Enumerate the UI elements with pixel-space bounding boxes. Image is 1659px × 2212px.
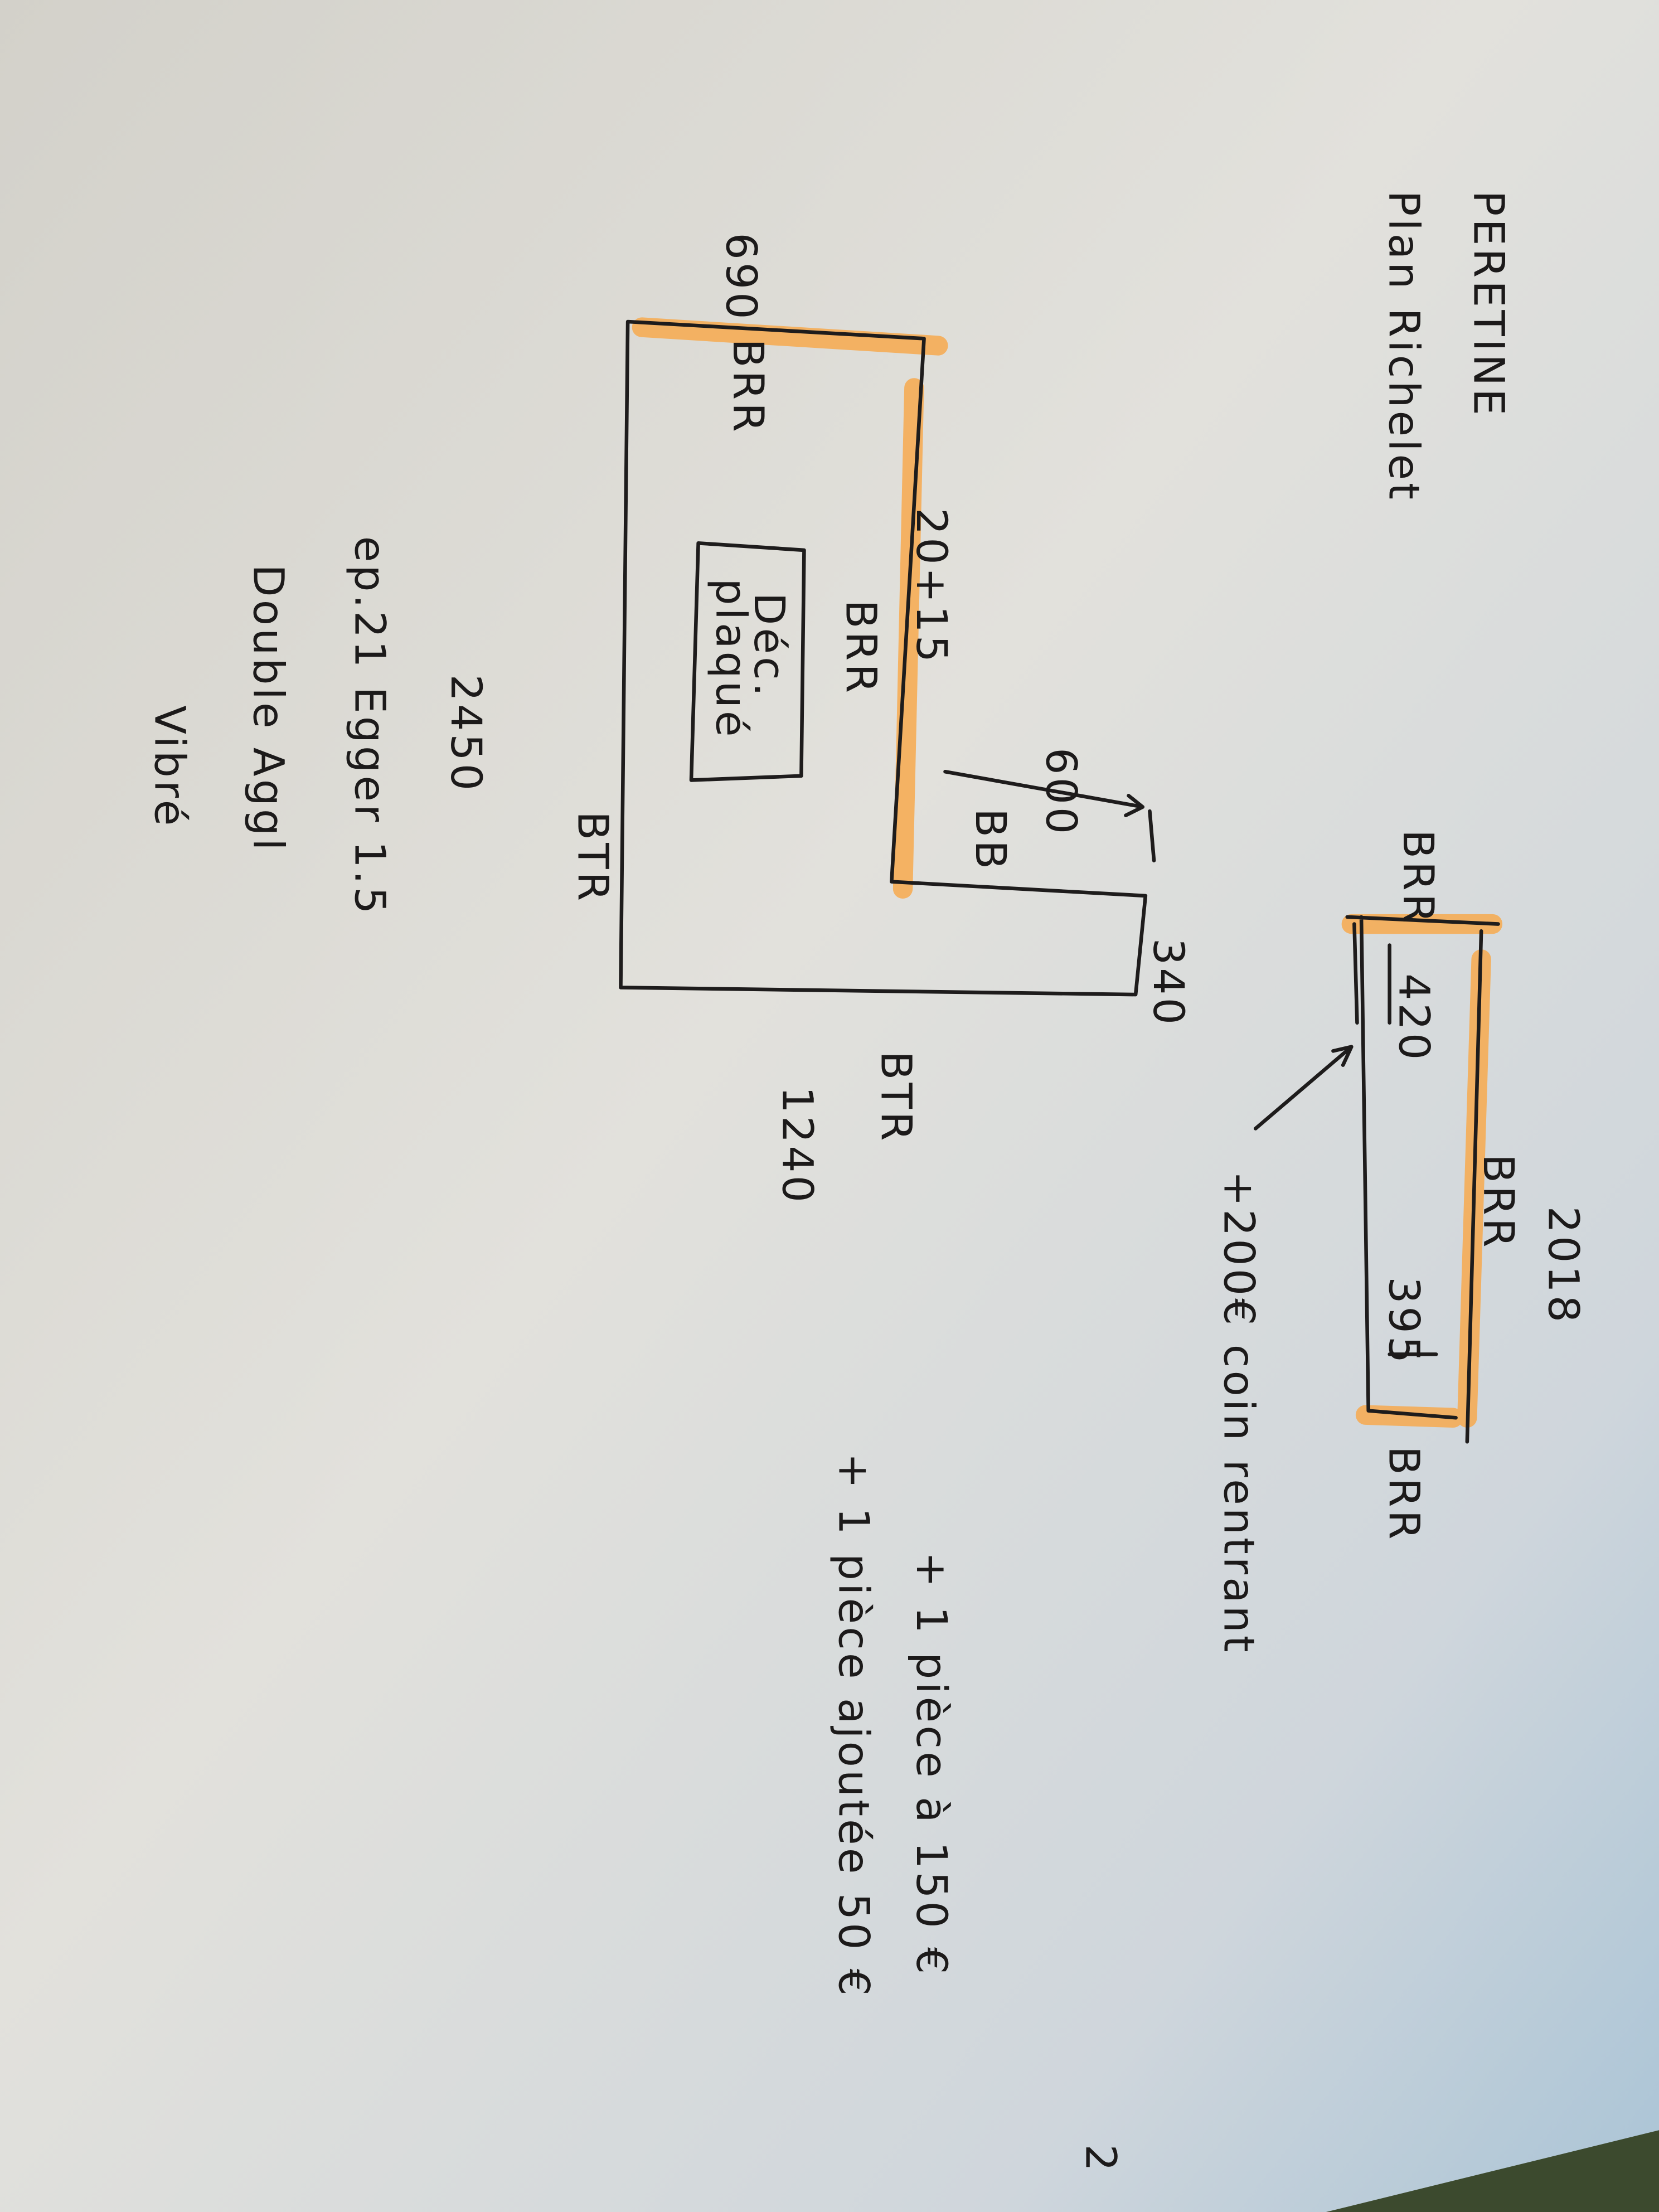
spec-line: Vibré (145, 705, 194, 828)
edge-label: BRR (724, 338, 773, 435)
small-worktop-plan: 2018 BRR BRR BRR 420 395 +200€ coin rent… (1215, 830, 1588, 1655)
edge-label: BRR (836, 600, 885, 696)
client-name: PERETINE (1464, 191, 1513, 418)
edge-label: BRR (1380, 1446, 1429, 1542)
edge-label: BRR (1474, 1154, 1523, 1250)
edge-label: BRR (1394, 830, 1443, 926)
dimension-label: 690 (716, 233, 765, 322)
spec-line: Double Aggl (244, 564, 293, 853)
length-label: 2450 (442, 675, 491, 793)
dimension-label: 395 (1380, 1277, 1429, 1366)
length-label: 1240 (773, 1086, 822, 1205)
cutout-label: Déc. (745, 593, 794, 699)
edge-label: BB (966, 808, 1015, 872)
extra-note: + 1 pièce ajoutée 50 € (830, 1453, 879, 1999)
page-number: 2 (1076, 2145, 1126, 2174)
year-label: 2018 (1539, 1206, 1588, 1325)
dimension-label: 340 (1144, 938, 1193, 1027)
edge-label: BTR (872, 1051, 921, 1143)
spec-line: ep.21 Egger 1.5 (346, 536, 395, 917)
table-edge (1326, 2130, 1659, 2212)
corner-note: +200€ coin rentrant (1215, 1171, 1264, 1655)
cutout-label: plaqué (707, 579, 756, 740)
l-shaped-worktop-plan: 690 BRR 20+15 BRR Déc. plaqué 600 BB 340… (442, 233, 1193, 1205)
dimension-label: 20+15 (907, 508, 956, 665)
plan-title: Plan Richelet (1380, 191, 1429, 502)
dimension-label: 420 (1389, 973, 1438, 1063)
dimension-label: 600 (1037, 748, 1086, 837)
edge-label: BTR (569, 811, 618, 904)
extra-note: + 1 pièce à 150 € (907, 1552, 956, 1977)
